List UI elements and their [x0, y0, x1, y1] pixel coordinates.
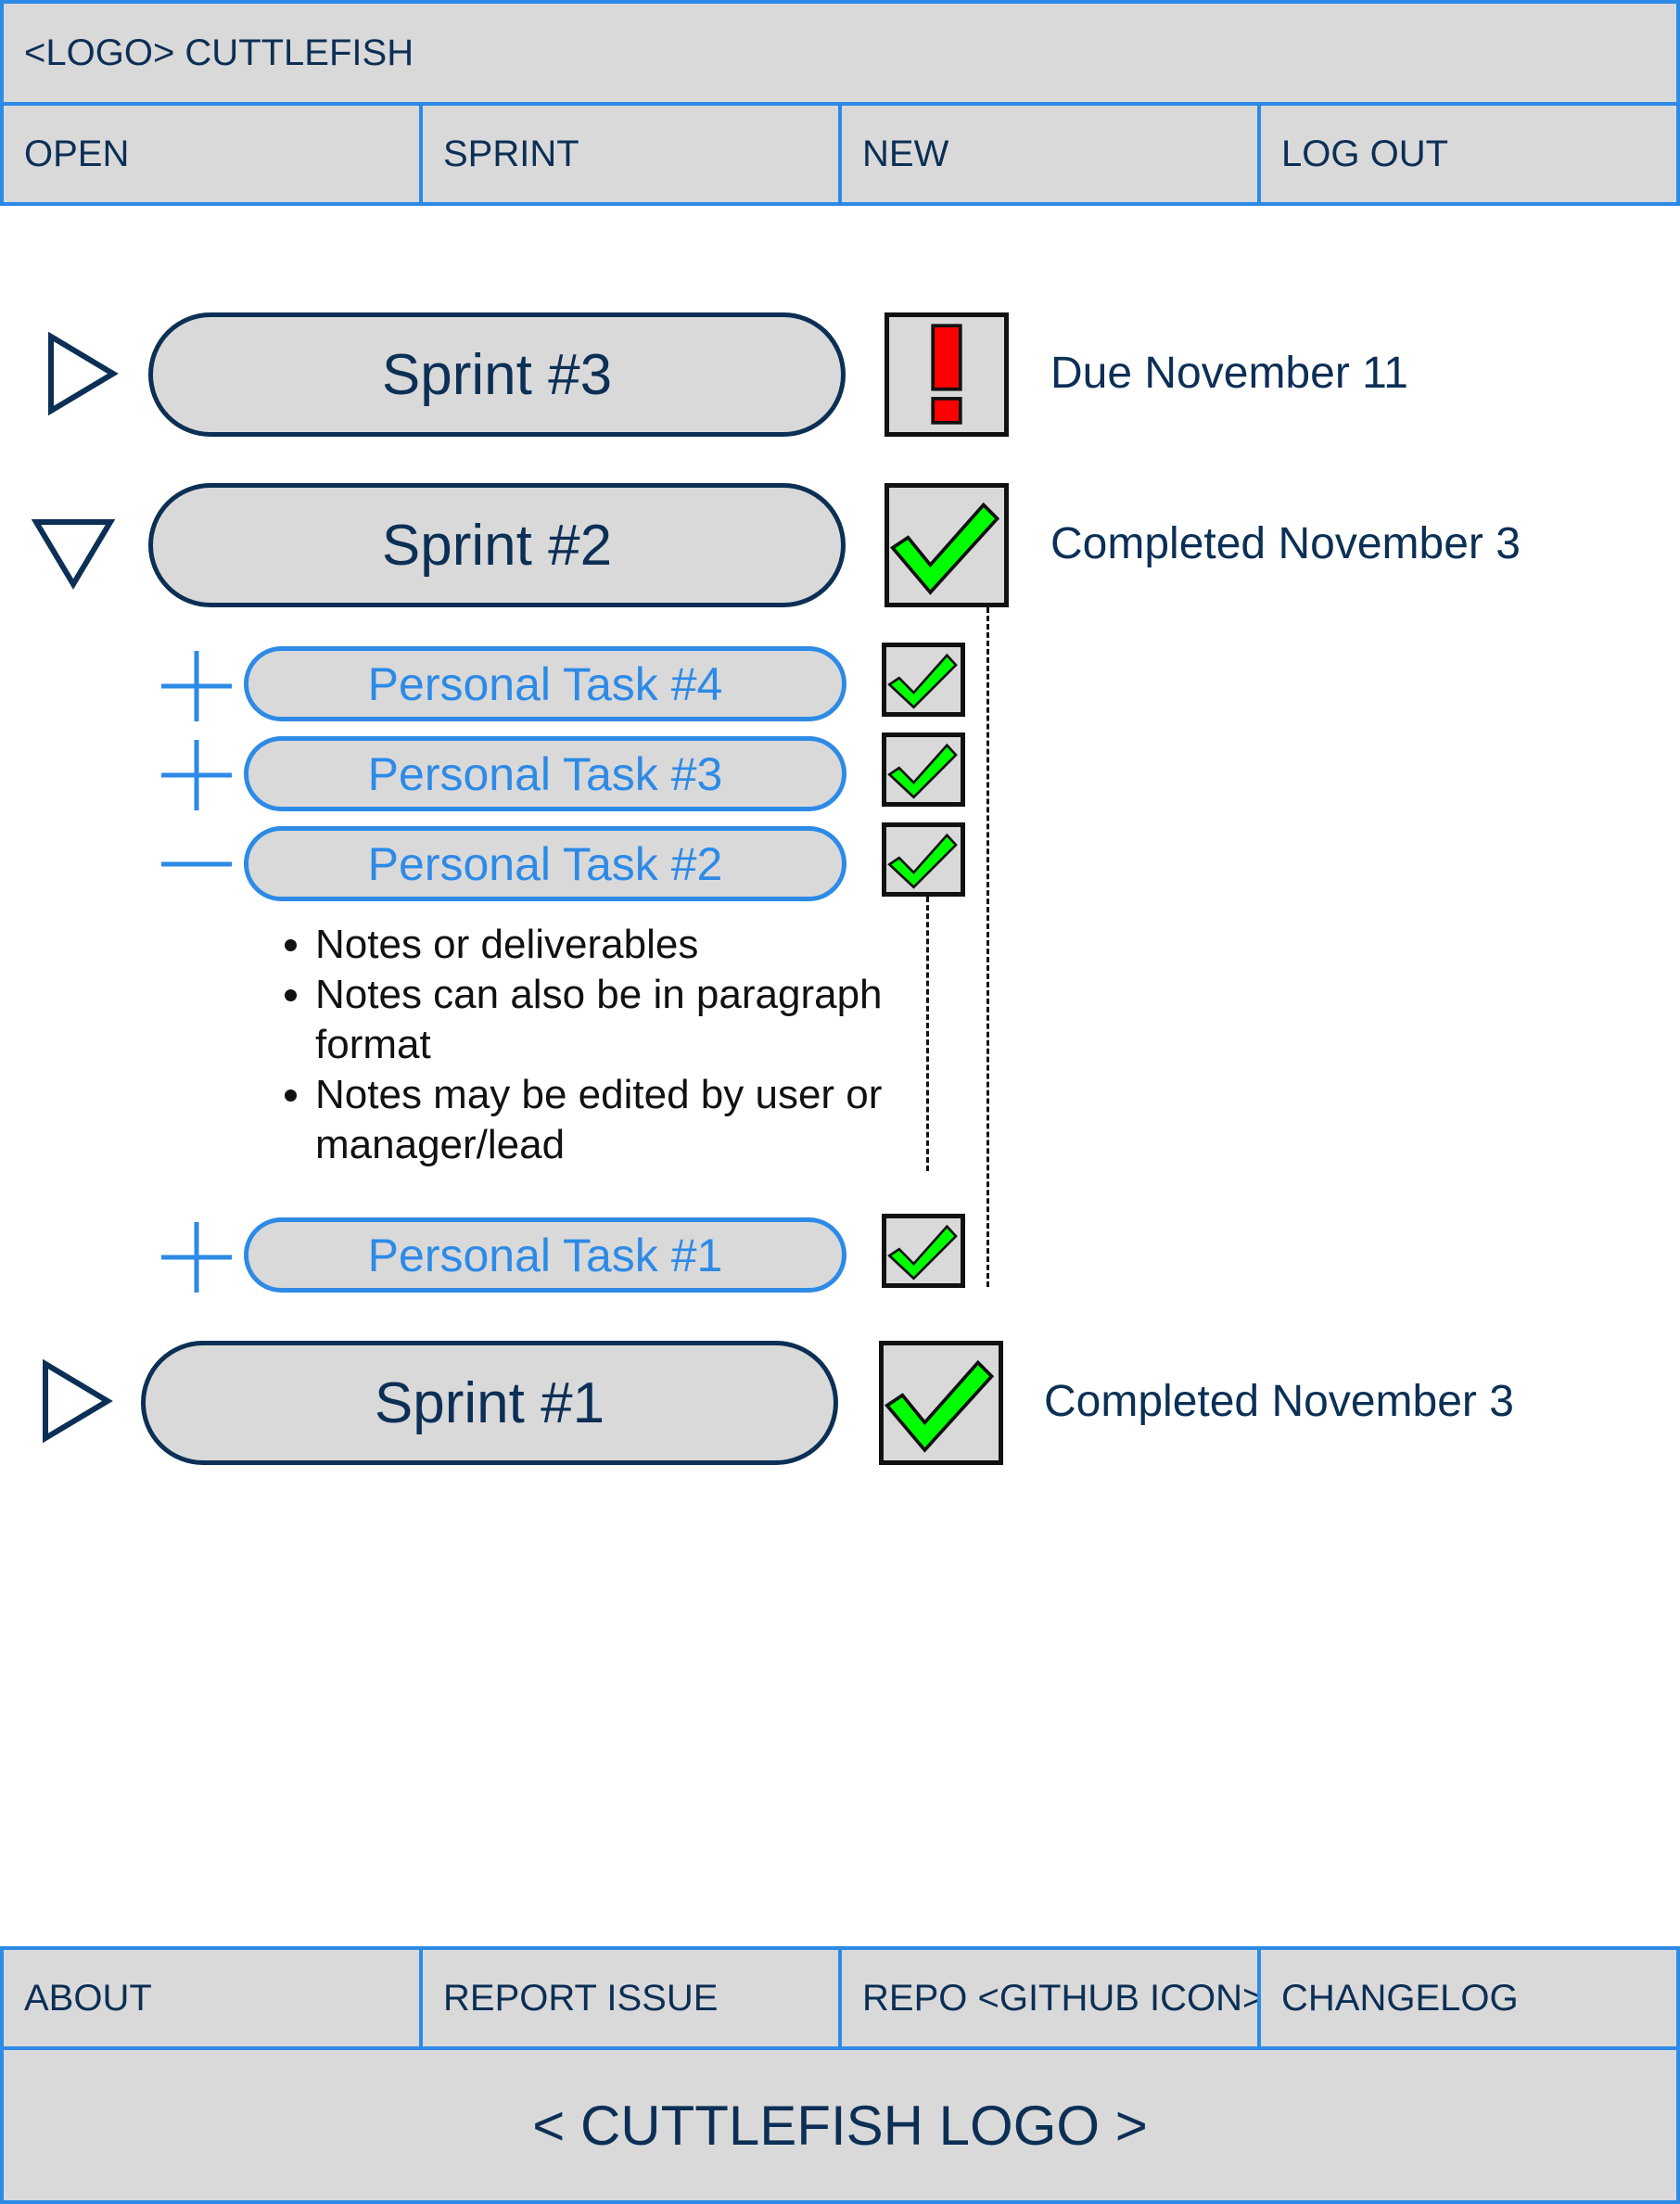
nav-sprint-button[interactable]: SPRINT: [419, 102, 842, 206]
checkmark-icon: [887, 743, 958, 799]
task-2-pill[interactable]: Personal Task #2: [244, 826, 846, 901]
sprint-1-expand-icon[interactable]: [41, 1359, 115, 1443]
task-3-pill[interactable]: Personal Task #3: [244, 736, 846, 811]
checkmark-icon: [887, 833, 958, 889]
footer-logo-text: < CUTTLEFISH LOGO >: [532, 2094, 1148, 2157]
app-title: <LOGO> CUTTLEFISH: [24, 32, 414, 73]
sprint-3-status-box: [885, 312, 1009, 437]
nav-logout-label: LOG OUT: [1281, 133, 1449, 174]
footer-repo-link[interactable]: REPO <GITHUB ICON>: [838, 1946, 1261, 2050]
exclamation-icon: [931, 324, 962, 425]
task-2-guide-line: [926, 897, 929, 1171]
checkmark-icon: [887, 653, 958, 709]
task-3-status-box: [882, 733, 965, 807]
task-2-status-box: [882, 822, 965, 897]
task-4-pill[interactable]: Personal Task #4: [244, 646, 846, 721]
nav-open-label: OPEN: [24, 133, 130, 174]
checkmark-icon: [889, 502, 1000, 595]
footer-about-label: ABOUT: [24, 1977, 152, 2019]
sprint-3-expand-icon[interactable]: [46, 332, 121, 415]
task-2-collapse-icon[interactable]: [159, 827, 234, 901]
nav-new-button[interactable]: NEW: [838, 102, 1261, 206]
footer-report-issue-link[interactable]: REPORT ISSUE: [419, 1946, 842, 2050]
note-item: Notes may be edited by user or manager/l…: [315, 1070, 909, 1170]
sprint-2-guide-line: [986, 607, 989, 1287]
sprint-2-status-box: [885, 483, 1009, 607]
footer-logo-bar: < CUTTLEFISH LOGO >: [0, 2046, 1680, 2204]
sprint-1-status-text: Completed November 3: [1044, 1377, 1514, 1426]
note-item: Notes or deliverables: [315, 920, 909, 970]
footer-repo-label: REPO <GITHUB ICON>: [862, 1977, 1257, 2019]
checkmark-icon: [887, 1224, 958, 1280]
sprint-1-status-box: [879, 1341, 1003, 1465]
nav-new-label: NEW: [862, 133, 949, 174]
footer-changelog-label: CHANGELOG: [1281, 1977, 1519, 2019]
sprint-3-pill[interactable]: Sprint #3: [148, 312, 846, 437]
nav-open-button[interactable]: OPEN: [0, 102, 423, 206]
footer-about-link[interactable]: ABOUT: [0, 1946, 423, 2050]
nav-sprint-label: SPRINT: [443, 133, 579, 174]
sprint-3-status-text: Due November 11: [1050, 349, 1408, 398]
sprint-1-pill[interactable]: Sprint #1: [141, 1341, 838, 1465]
task-4-status-box: [882, 643, 965, 717]
footer-changelog-link[interactable]: CHANGELOG: [1257, 1946, 1680, 2050]
task-1-pill[interactable]: Personal Task #1: [244, 1217, 846, 1293]
nav-logout-button[interactable]: LOG OUT: [1257, 102, 1680, 206]
task-2-notes-list: Notes or deliverables Notes can also be …: [269, 920, 909, 1170]
sprint-2-pill[interactable]: Sprint #2: [148, 483, 846, 607]
task-3-expand-icon[interactable]: [159, 738, 234, 812]
app-header: <LOGO> CUTTLEFISH: [0, 0, 1680, 106]
sprint-2-status-text: Completed November 3: [1050, 519, 1521, 568]
task-1-expand-icon[interactable]: [159, 1220, 234, 1294]
note-item: Notes can also be in paragraph format: [315, 970, 909, 1070]
footer-report-issue-label: REPORT ISSUE: [443, 1977, 719, 2019]
task-1-status-box: [882, 1214, 965, 1288]
sprint-2-collapse-icon[interactable]: [32, 517, 115, 592]
task-4-expand-icon[interactable]: [159, 649, 234, 723]
checkmark-icon: [884, 1359, 995, 1453]
